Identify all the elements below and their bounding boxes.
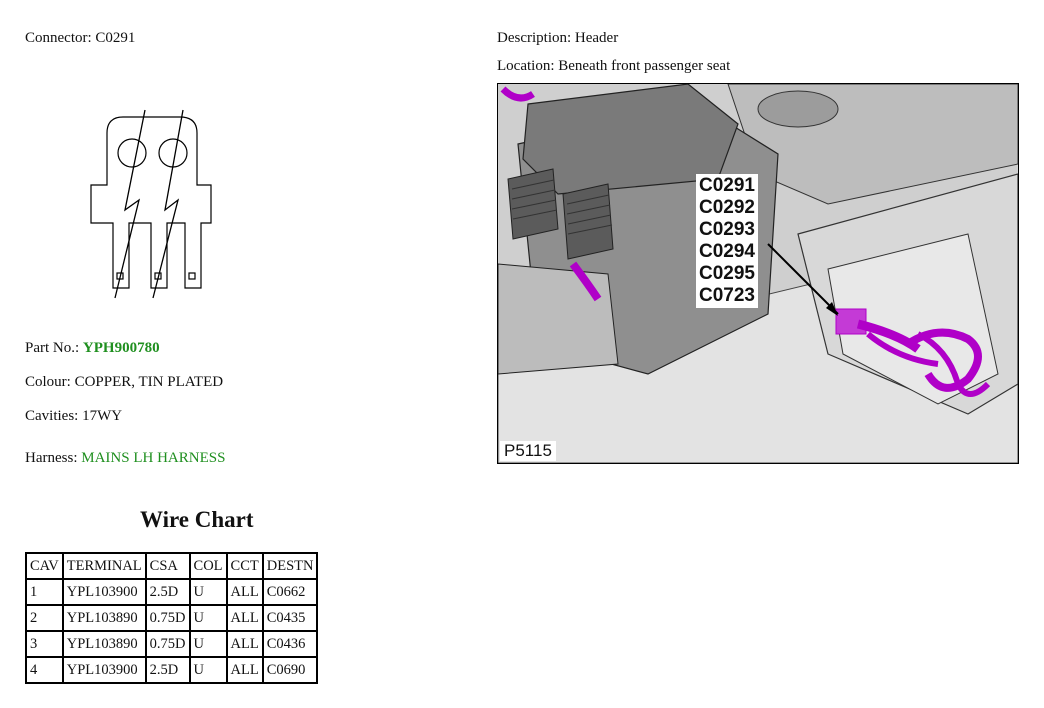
cell-col: U xyxy=(188,578,228,606)
cell-col: U xyxy=(188,604,228,632)
cell-destn: C0690 xyxy=(261,656,319,684)
cell-cct: ALL xyxy=(225,578,264,606)
header-cav: CAV xyxy=(25,552,64,580)
cell-cav: 4 xyxy=(25,656,64,684)
callout-c0292: C0292 xyxy=(699,197,755,218)
wire-chart-title: Wire Chart xyxy=(140,507,254,532)
cell-col: U xyxy=(188,630,228,658)
cell-destn: C0436 xyxy=(261,630,319,658)
cell-terminal: YPL103890 xyxy=(61,604,147,632)
description-label: Description: xyxy=(497,30,572,46)
cell-col: U xyxy=(188,656,228,684)
connector-field: Connector: C0291 xyxy=(25,30,135,47)
harness-label: Harness: xyxy=(25,450,78,466)
cell-destn: C0662 xyxy=(261,578,319,606)
location-label: Location: xyxy=(497,58,555,74)
callout-c0294: C0294 xyxy=(699,241,755,262)
callout-c0293: C0293 xyxy=(699,219,755,240)
cavities-value: 17WY xyxy=(82,408,123,424)
cell-cct: ALL xyxy=(225,630,264,658)
cell-cav: 1 xyxy=(25,578,64,606)
cell-destn: C0435 xyxy=(261,604,319,632)
connector-value: C0291 xyxy=(95,30,136,46)
cell-terminal: YPL103900 xyxy=(61,578,147,606)
cavities-field: Cavities: 17WY xyxy=(25,408,122,425)
harness-field: Harness: MAINS LH HARNESS xyxy=(25,450,225,467)
header-cct: CCT xyxy=(225,552,264,580)
vehicle-interior-illustration xyxy=(498,84,1018,463)
colour-value: COPPER, TIN PLATED xyxy=(74,374,224,390)
part-no-label: Part No.: xyxy=(25,340,80,356)
colour-field: Colour: COPPER, TIN PLATED xyxy=(25,374,223,391)
table-row: 2 YPL103890 0.75D U ALL C0435 xyxy=(25,604,319,632)
location-photo: C0291 C0292 C0293 C0294 C0295 C0723 P511… xyxy=(497,83,1019,464)
description-value: Header xyxy=(574,30,619,46)
location-field: Location: Beneath front passenger seat xyxy=(497,58,730,75)
location-value: Beneath front passenger seat xyxy=(558,58,731,74)
part-no-field: Part No.: YPH900780 xyxy=(25,340,160,357)
callout-c0291: C0291 xyxy=(699,175,755,196)
header-terminal: TERMINAL xyxy=(61,552,147,580)
cell-terminal: YPL103890 xyxy=(61,630,147,658)
cell-csa: 0.75D xyxy=(144,630,191,658)
cell-csa: 2.5D xyxy=(144,578,191,606)
header-col: COL xyxy=(188,552,228,580)
header-destn: DESTN xyxy=(261,552,319,580)
part-no-link[interactable]: YPH900780 xyxy=(82,340,160,356)
photo-reference-label: P5115 xyxy=(500,441,556,461)
colour-label: Colour: xyxy=(25,374,71,390)
header-csa: CSA xyxy=(144,552,191,580)
cell-terminal: YPL103900 xyxy=(61,656,147,684)
wire-chart-table: CAV TERMINAL CSA COL CCT DESTN 1 YPL1039… xyxy=(25,552,319,684)
cell-cav: 2 xyxy=(25,604,64,632)
cavities-label: Cavities: xyxy=(25,408,79,424)
table-row: 3 YPL103890 0.75D U ALL C0436 xyxy=(25,630,319,658)
cell-cav: 3 xyxy=(25,630,64,658)
table-header-row: CAV TERMINAL CSA COL CCT DESTN xyxy=(25,552,319,580)
harness-link[interactable]: MAINS LH HARNESS xyxy=(81,450,226,466)
table-row: 4 YPL103900 2.5D U ALL C0690 xyxy=(25,656,319,684)
cell-csa: 0.75D xyxy=(144,604,191,632)
callout-c0723: C0723 xyxy=(699,285,755,306)
cell-csa: 2.5D xyxy=(144,656,191,684)
callout-c0295: C0295 xyxy=(699,263,755,284)
description-field: Description: Header xyxy=(497,30,618,47)
connector-callout-list: C0291 C0292 C0293 C0294 C0295 C0723 xyxy=(696,174,758,308)
table-row: 1 YPL103900 2.5D U ALL C0662 xyxy=(25,578,319,606)
connector-terminal-drawing xyxy=(90,109,212,299)
cell-cct: ALL xyxy=(225,656,264,684)
connector-label: Connector: xyxy=(25,30,92,46)
cell-cct: ALL xyxy=(225,604,264,632)
